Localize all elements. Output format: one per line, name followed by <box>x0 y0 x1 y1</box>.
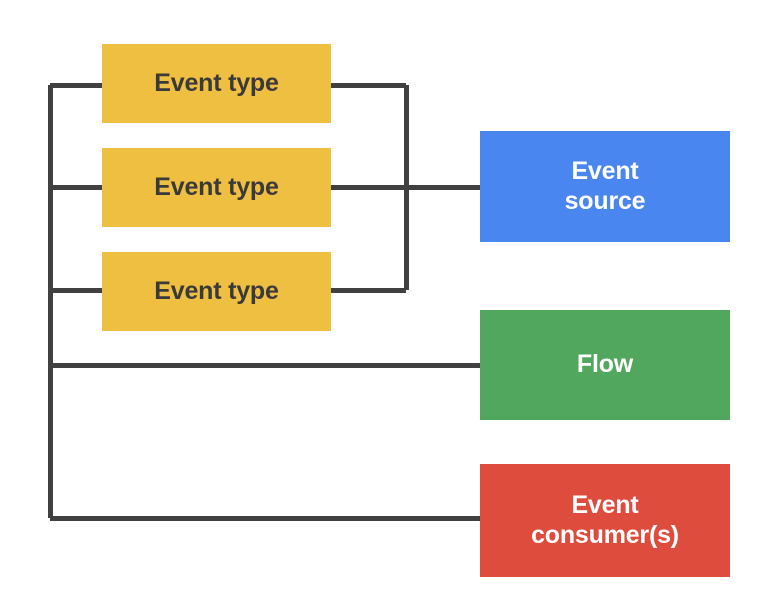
node-flow[interactable]: Flow <box>480 310 730 420</box>
node-event-source-label: Event source <box>564 157 646 215</box>
node-event-type-1-label: Event type <box>154 68 279 97</box>
node-event-source[interactable]: Event source <box>480 131 730 242</box>
node-event-consumer-label: Event consumer(s) <box>531 491 679 549</box>
node-event-type-3-label: Event type <box>154 276 279 305</box>
node-event-type-3[interactable]: Event type <box>102 252 331 331</box>
node-event-type-2-label: Event type <box>154 172 279 201</box>
node-event-type-1[interactable]: Event type <box>102 44 331 123</box>
node-event-type-2[interactable]: Event type <box>102 148 331 227</box>
node-event-consumer[interactable]: Event consumer(s) <box>480 464 730 577</box>
node-flow-label: Flow <box>576 350 634 379</box>
